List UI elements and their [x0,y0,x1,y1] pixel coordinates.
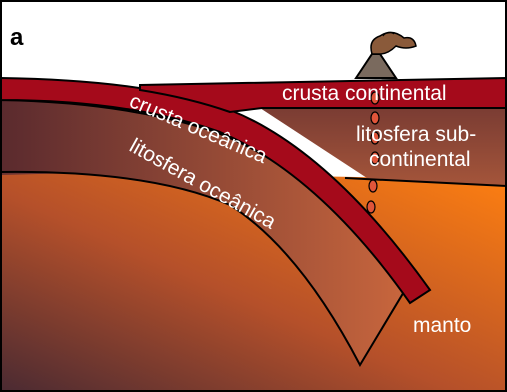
label-crusta-continental: crusta continental [282,82,447,105]
label-litosfera-sub-line1: litosfera sub- [356,123,476,146]
magma-blob [367,201,375,213]
label-manto: manto [413,314,471,337]
magma-blob [369,180,377,192]
panel-label: a [10,24,24,51]
label-litosfera-sub-line2: continental [369,148,471,171]
